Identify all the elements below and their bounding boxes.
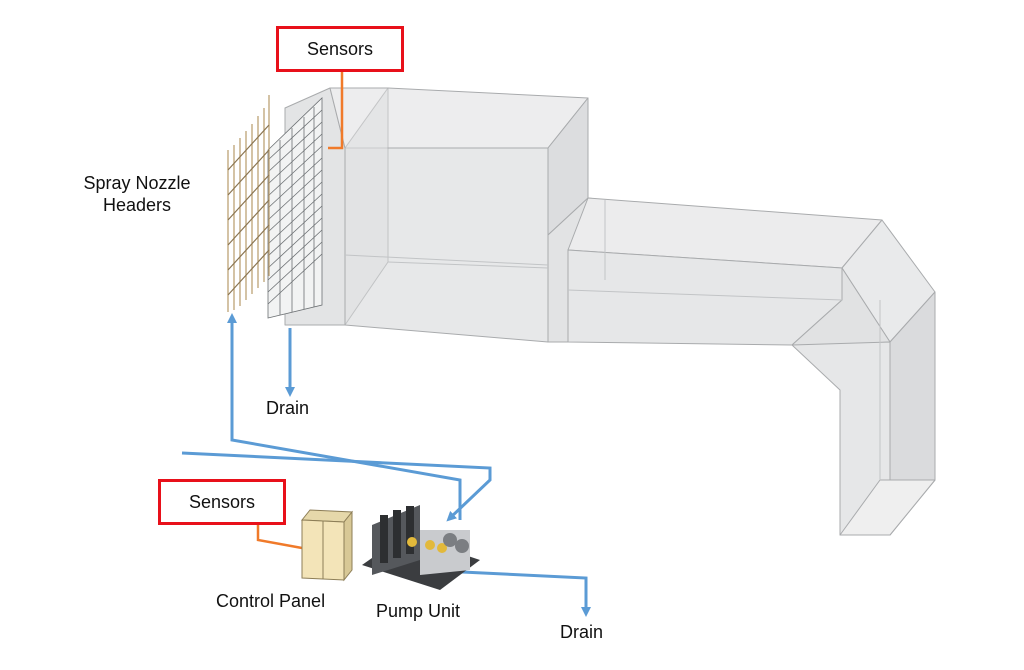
sensors-label-bottom: Sensors (158, 479, 286, 525)
supply-line-from-source (181, 451, 492, 522)
drain-label-top: Drain (266, 398, 310, 418)
duct-system (284, 87, 936, 536)
drain-label-bottom: Drain (560, 622, 604, 642)
pump-unit (362, 505, 480, 590)
sensors-label-top-text: Sensors (306, 38, 374, 59)
sensor-line-top (328, 72, 344, 150)
spray-nozzle-headers (227, 95, 270, 312)
sensor-lines (256, 72, 344, 550)
spray-label-line1: Spray Nozzle (83, 173, 191, 193)
spray-label-line2: Headers (102, 195, 172, 215)
sensors-label-top: Sensors (276, 26, 404, 72)
water-lines (181, 313, 591, 617)
control-panel (300, 509, 354, 582)
spray-nozzle-headers-label: Spray Nozzle Headers (62, 172, 212, 216)
sensor-line-bottom (256, 524, 303, 550)
inlet-sensor-grid (267, 97, 323, 319)
control-panel-label: Control Panel (216, 591, 326, 611)
sensors-label-bottom-text: Sensors (188, 491, 256, 512)
pump-unit-label: Pump Unit (376, 601, 461, 621)
drain-line-bottom (461, 570, 591, 617)
duct-down-bottom (839, 479, 936, 536)
